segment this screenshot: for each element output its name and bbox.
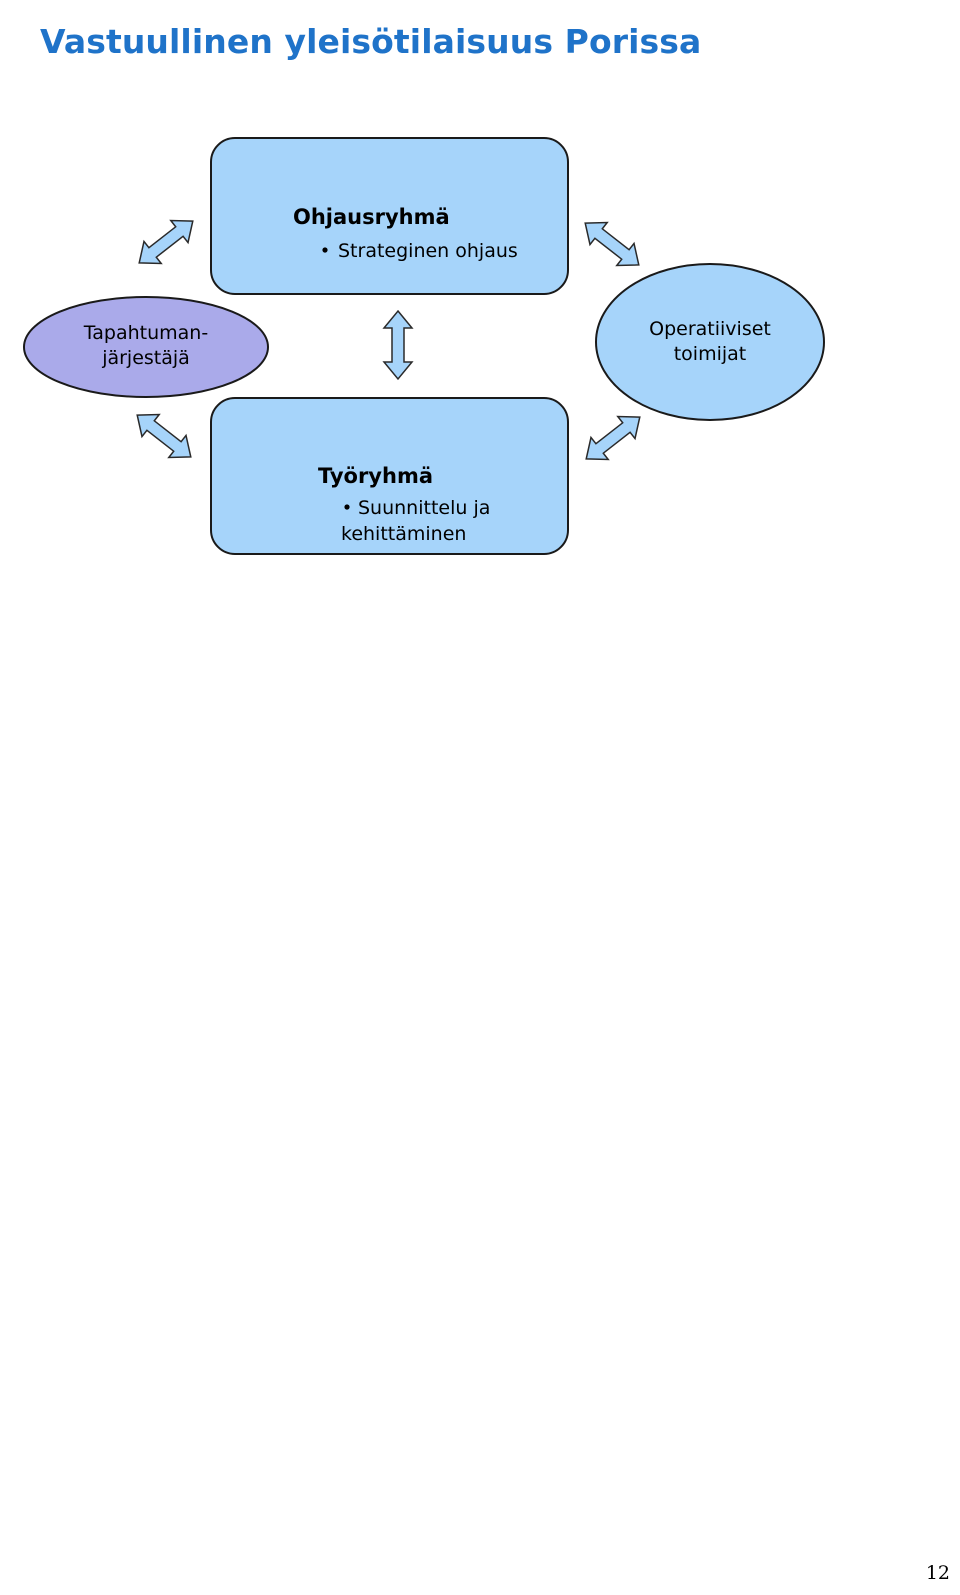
steering-group-bullet: Strateginen ohjaus bbox=[338, 240, 518, 262]
steering-group-box: Ohjausryhmä Strateginen ohjaus bbox=[210, 137, 569, 295]
organization-diagram: Ohjausryhmä Strateginen ohjaus Työryhmä … bbox=[23, 137, 825, 555]
double-arrow-icon bbox=[383, 310, 413, 380]
double-arrow-icon bbox=[576, 405, 650, 471]
operational-actors-label-line2: toimijat bbox=[674, 343, 747, 365]
page-title: Vastuullinen yleisötilaisuus Porissa bbox=[40, 22, 702, 61]
bullet-icon bbox=[344, 504, 350, 510]
double-arrow-icon bbox=[575, 211, 649, 277]
organizer-ellipse: Tapahtuman- järjestäjä bbox=[23, 296, 269, 398]
double-arrow-icon bbox=[129, 209, 203, 275]
organizer-label-line1: Tapahtuman- bbox=[83, 322, 208, 344]
steering-group-title: Ohjausryhmä bbox=[293, 205, 450, 229]
organizer-label-line2: järjestäjä bbox=[101, 347, 190, 369]
operational-actors-ellipse: Operatiiviset toimijat bbox=[595, 263, 825, 421]
working-group-box: Työryhmä Suunnittelu ja kehittäminen bbox=[210, 397, 569, 555]
working-group-title: Työryhmä bbox=[318, 464, 433, 488]
double-arrow-icon bbox=[127, 403, 201, 469]
bullet-icon bbox=[322, 247, 328, 253]
working-group-bullet-line1: Suunnittelu ja bbox=[358, 497, 490, 519]
operational-actors-label-line1: Operatiiviset bbox=[649, 318, 771, 340]
working-group-bullet-line2: kehittäminen bbox=[341, 523, 466, 545]
page-number: 12 bbox=[925, 1562, 950, 1584]
